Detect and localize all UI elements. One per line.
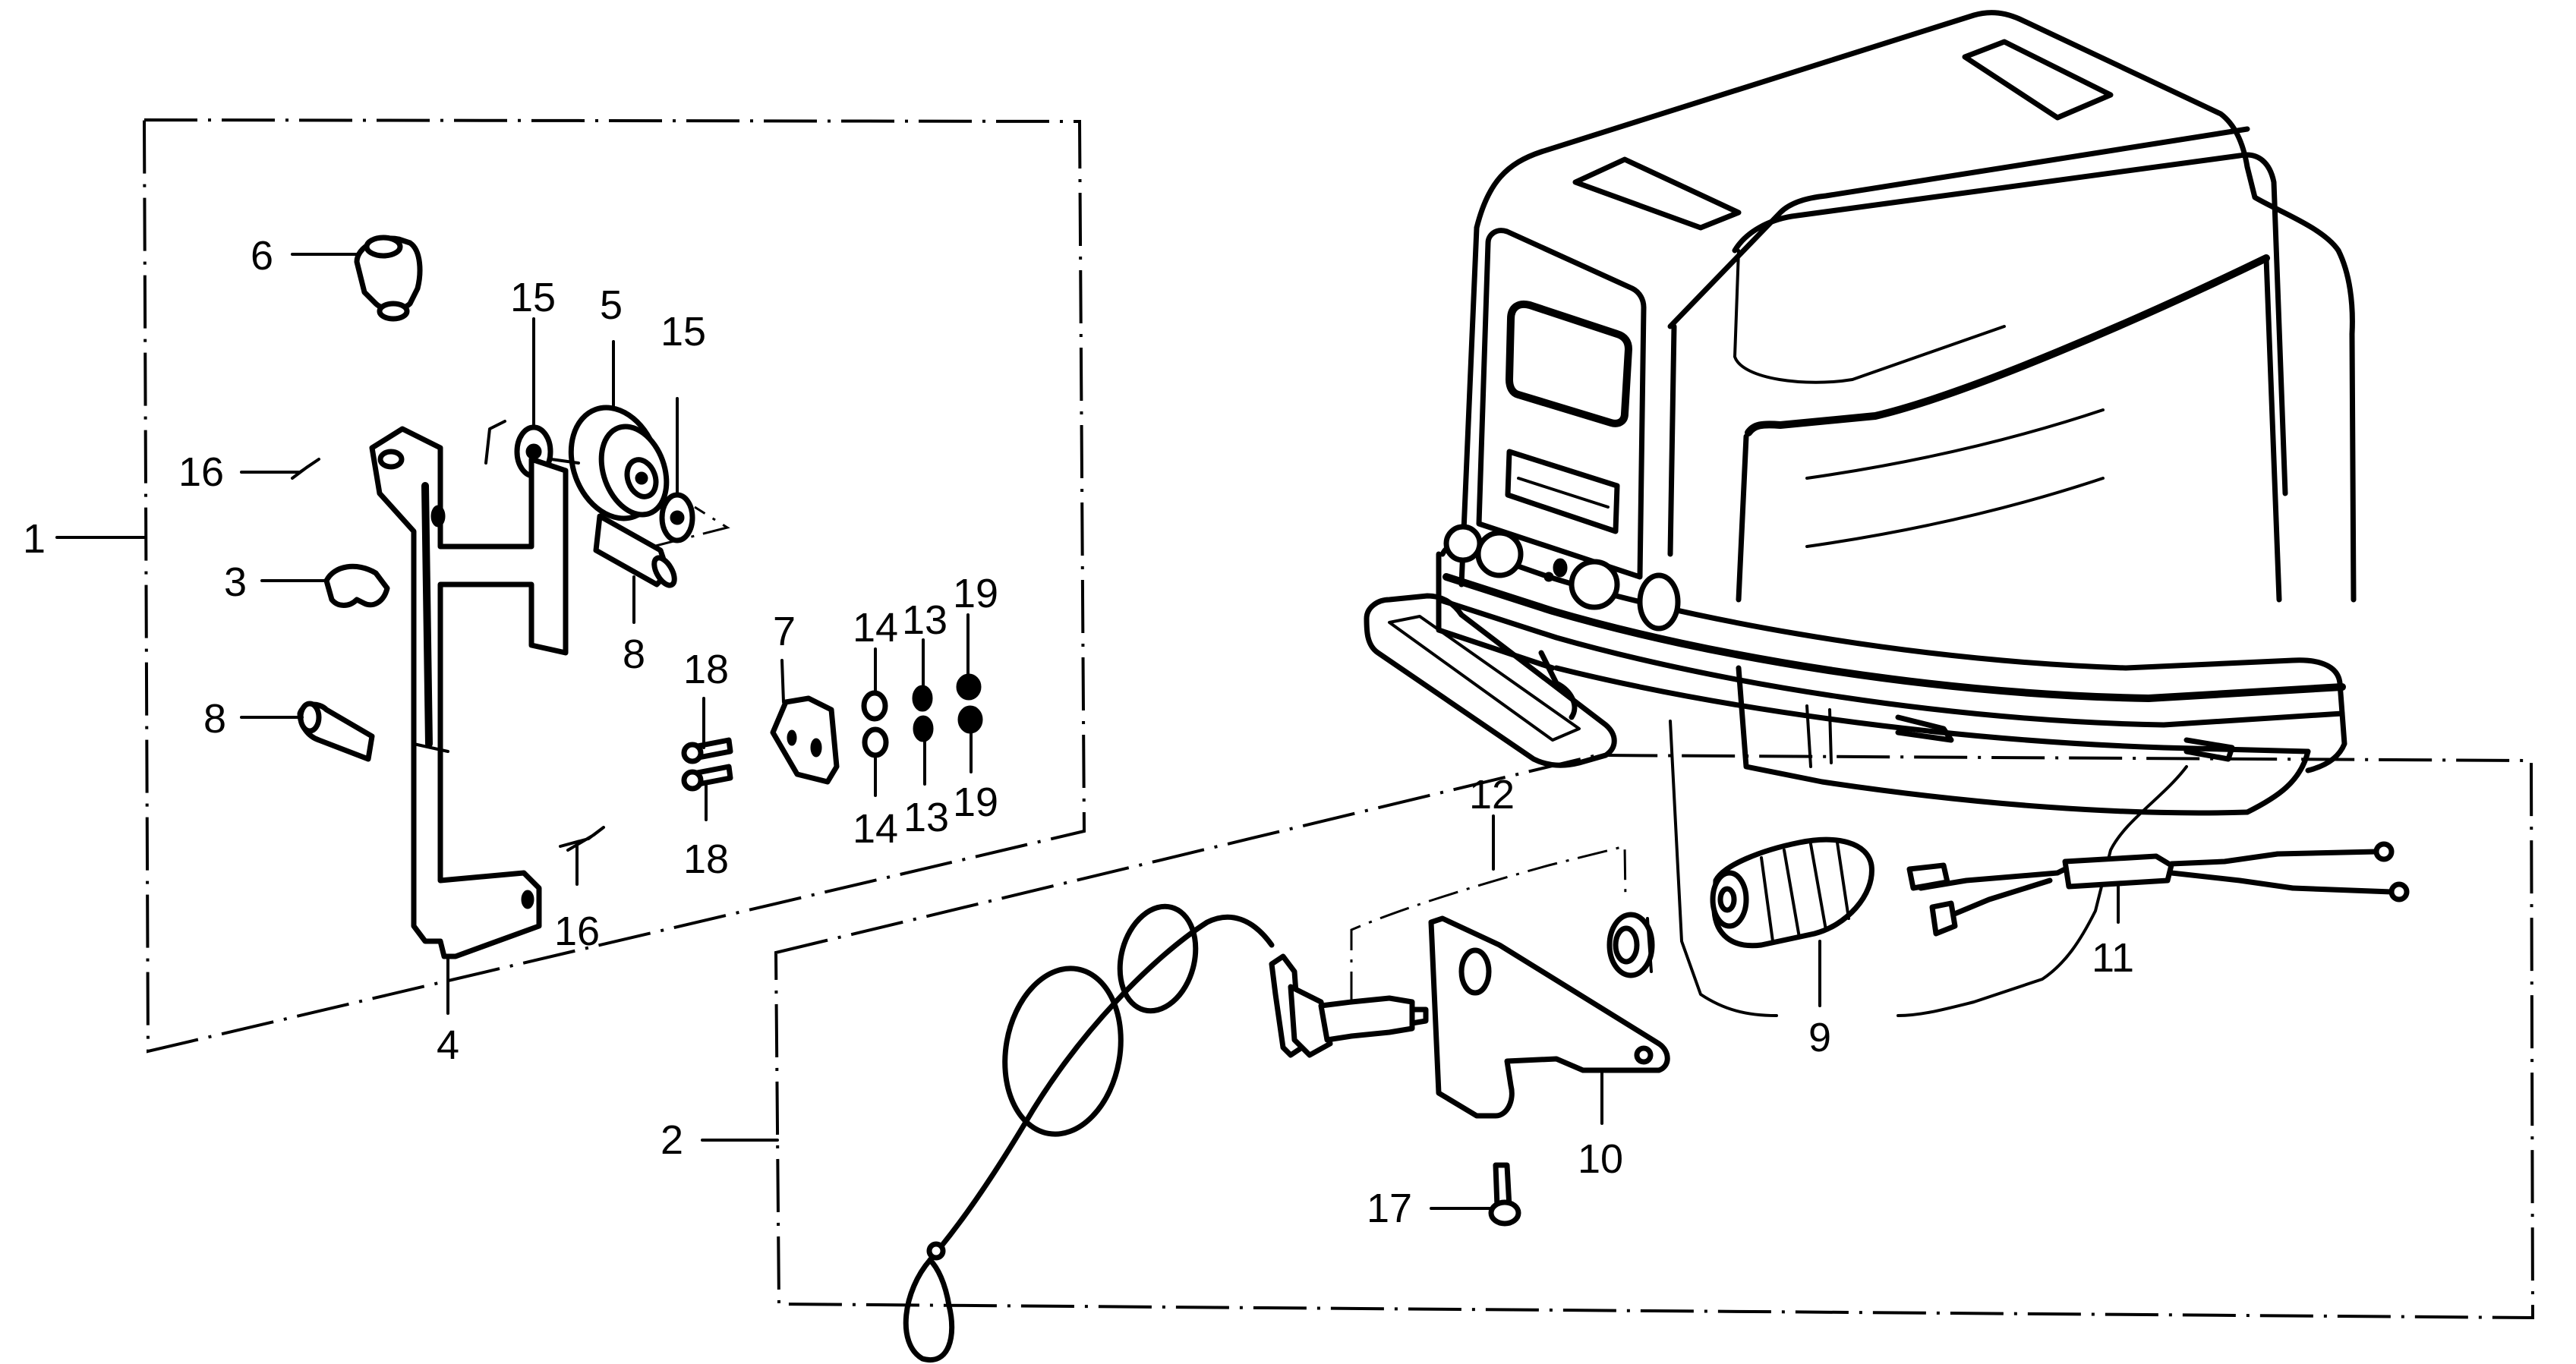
part-12-stop-switch[interactable] — [1269, 814, 1627, 1058]
callout-1: 1 — [23, 516, 46, 562]
callout-8a: 8 — [623, 632, 645, 677]
group-1-box — [55, 118, 1086, 1054]
callout-9: 9 — [1808, 1015, 1831, 1060]
callout-14b: 14 — [853, 806, 898, 852]
part-5-pulley[interactable] — [557, 340, 678, 531]
part-19-nut-lower[interactable] — [957, 705, 983, 773]
part-17-screw[interactable] — [1430, 1162, 1521, 1227]
callout-13a: 13 — [902, 597, 947, 643]
callout-8b: 8 — [203, 696, 226, 742]
part-9-grommet[interactable] — [1710, 836, 1874, 1007]
callout-13b: 13 — [903, 795, 949, 840]
callout-10: 10 — [1578, 1136, 1623, 1182]
lanyard-cord[interactable] — [903, 898, 1275, 1363]
callout-4: 4 — [437, 1022, 459, 1068]
part-16-pin-upper[interactable] — [240, 458, 320, 480]
callout-3: 3 — [224, 559, 247, 605]
callout-19a: 19 — [953, 571, 998, 616]
callout-7: 7 — [773, 609, 796, 654]
callout-12: 12 — [1469, 772, 1515, 817]
part-4-bracket[interactable] — [369, 426, 569, 1015]
callout-labels: 1 2 3 4 5 6 7 8 8 9 10 11 12 13 13 14 14… — [23, 233, 2134, 1231]
part-6-knob[interactable] — [291, 235, 423, 322]
part-7-plate[interactable] — [770, 659, 840, 785]
part-13-nut-lower[interactable] — [913, 715, 934, 786]
callout-11: 11 — [2092, 935, 2134, 981]
part-13-nut-upper[interactable] — [912, 638, 933, 712]
part-14-washer-lower[interactable] — [862, 726, 889, 797]
part-15-washer-right[interactable] — [652, 397, 730, 548]
callout-19b: 19 — [953, 780, 998, 825]
group-2-box — [701, 753, 2535, 1320]
callout-5: 5 — [600, 282, 623, 328]
callout-15b: 15 — [661, 309, 706, 354]
part-19-nut-upper[interactable] — [956, 613, 982, 701]
part-11-wire-harness[interactable] — [1906, 841, 2410, 937]
callout-18a: 18 — [683, 647, 729, 692]
engine-cowling-illustration — [1364, 10, 2357, 1017]
callout-18b: 18 — [683, 836, 729, 882]
part-18-screw-upper[interactable] — [681, 697, 733, 764]
callout-2: 2 — [661, 1117, 683, 1163]
callout-16a: 16 — [178, 449, 224, 495]
callout-15a: 15 — [510, 275, 556, 320]
part-16-pin-lower[interactable] — [559, 826, 605, 886]
callout-16b: 16 — [554, 909, 600, 954]
part-3-clip[interactable] — [260, 563, 390, 608]
part-14-washer-upper[interactable] — [861, 647, 888, 722]
callout-17: 17 — [1367, 1186, 1412, 1231]
part-10-bracket[interactable] — [1428, 915, 1670, 1125]
part-15-washer-left[interactable] — [484, 317, 580, 479]
part-12-ring-nut[interactable] — [1606, 912, 1655, 978]
part-18-screw-lower[interactable] — [681, 764, 733, 821]
part-8-pin-left[interactable] — [240, 701, 375, 762]
callout-6: 6 — [251, 233, 273, 279]
part-8-pin-right[interactable] — [593, 513, 679, 624]
callout-14a: 14 — [853, 605, 898, 650]
